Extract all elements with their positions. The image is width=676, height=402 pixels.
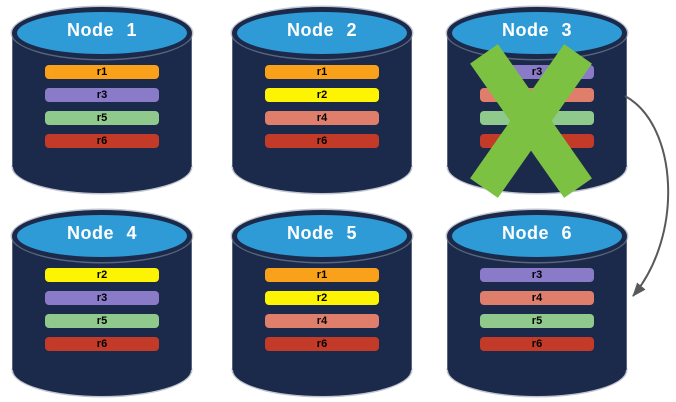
node-6-cylinder: Node 6 r3 r4 r5 r6 <box>447 210 627 397</box>
replica-bar: r4 <box>265 111 379 125</box>
replica-bar: r6 <box>45 134 159 148</box>
replica-label: r5 <box>96 112 108 124</box>
cylinder-top-ellipse <box>232 210 412 262</box>
replica-bar: r6 <box>480 337 594 351</box>
cylinder-top-ellipse <box>12 210 192 262</box>
replica-bar: r4 <box>480 291 594 305</box>
replica-bar: r3 <box>45 88 159 102</box>
cylinder-top-ellipse <box>232 7 412 59</box>
node-title: Node 3 <box>501 20 572 40</box>
replica-bar: r6 <box>265 134 379 148</box>
replica-bar: r2 <box>265 88 379 102</box>
node-title: Node 4 <box>66 223 137 243</box>
failure-x-icon <box>470 44 592 198</box>
curved-arrow-line <box>624 95 670 297</box>
node-1-cylinder: Node 1 r1 r3 r5 r6 <box>12 7 192 194</box>
replica-bar: r3 <box>480 268 594 282</box>
replica-label: r6 <box>316 338 328 350</box>
replica-bar: r3 <box>45 291 159 305</box>
replica-bar: r6 <box>265 337 379 351</box>
replica-label: r1 <box>316 66 328 78</box>
replica-label: r1 <box>96 66 108 78</box>
cylinder-top-ellipse <box>447 7 627 59</box>
replica-label: r1 <box>316 269 328 281</box>
node-5-cylinder: Node 5 r1 r2 r4 r6 <box>232 210 412 397</box>
node-title: Node 5 <box>286 223 357 243</box>
node-title: Node 1 <box>66 20 137 40</box>
node-2-cylinder: Node 2 r1 r2 r4 r6 <box>232 7 412 194</box>
replica-bar: r2 <box>45 268 159 282</box>
replica-bar: r5 <box>480 314 594 328</box>
replica-bar: r6 <box>45 337 159 351</box>
replica-label: r3 <box>96 292 108 304</box>
replica-label: r4 <box>531 292 543 304</box>
replica-label: r3 <box>531 66 543 78</box>
replica-bar: r1 <box>265 65 379 79</box>
replica-bar: r5 <box>45 111 159 125</box>
replica-label: r5 <box>531 315 543 327</box>
replica-label: r3 <box>96 89 108 101</box>
replica-label: r6 <box>531 338 543 350</box>
replica-bar: r1 <box>265 268 379 282</box>
replica-bar: r5 <box>45 314 159 328</box>
replica-label: r4 <box>316 112 328 124</box>
node-title: Node 2 <box>286 20 357 40</box>
replica-label: r2 <box>316 292 328 304</box>
replica-label: r3 <box>531 269 543 281</box>
replica-bar: r4 <box>265 314 379 328</box>
node-4-cylinder: Node 4 r2 r3 r5 r6 <box>12 210 192 397</box>
cylinder-top-ellipse <box>447 210 627 262</box>
node-title: Node 6 <box>501 223 572 243</box>
replica-label: r2 <box>96 269 108 281</box>
replica-bar: r2 <box>265 291 379 305</box>
replica-bar: r1 <box>45 65 159 79</box>
replica-label: r6 <box>316 135 328 147</box>
node-3-cylinder: Node 3 r3 <box>447 7 627 198</box>
replica-label: r6 <box>96 135 108 147</box>
replica-label: r2 <box>316 89 328 101</box>
replica-label: r5 <box>96 315 108 327</box>
replica-label: r6 <box>96 338 108 350</box>
cylinder-top-ellipse <box>12 7 192 59</box>
replica-label: r4 <box>316 315 328 327</box>
